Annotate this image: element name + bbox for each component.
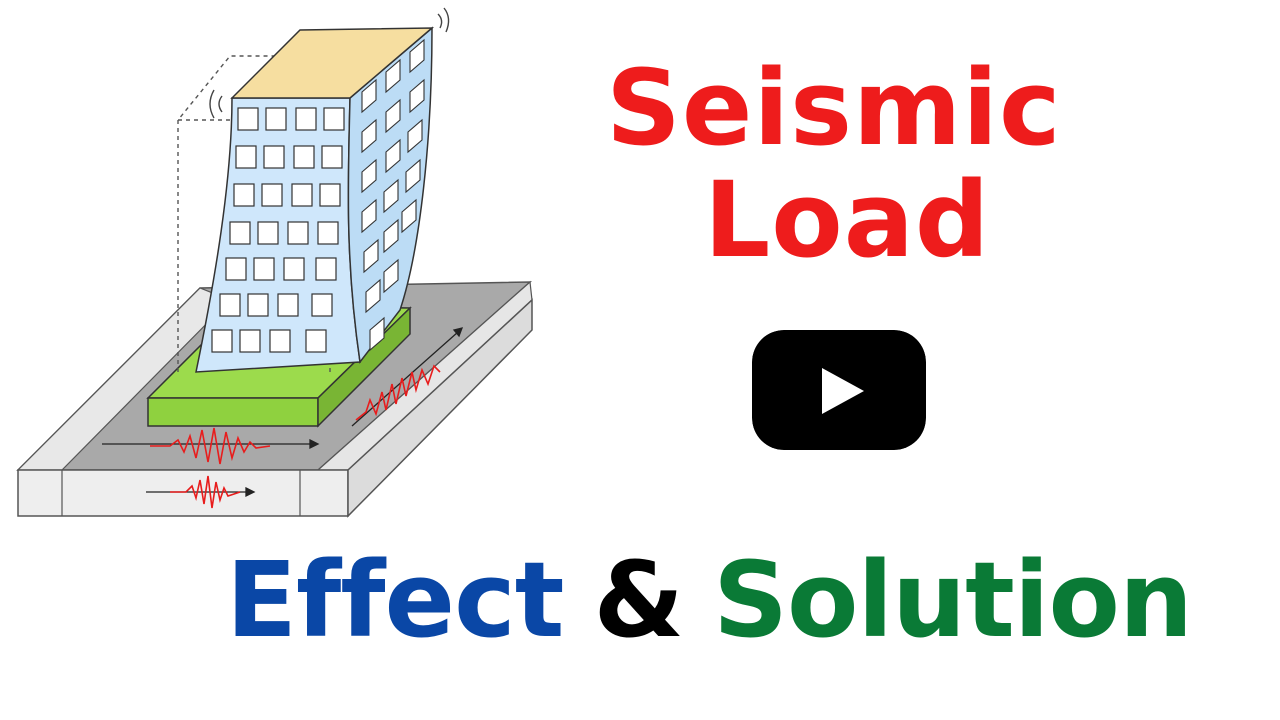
title-line-2: Load [704, 159, 991, 281]
sway-marks [209, 7, 450, 119]
seismic-waves [150, 364, 441, 509]
play-triangle-icon [822, 368, 864, 414]
subtitle: Effect&Solution [226, 539, 1193, 661]
youtube-play-icon[interactable] [752, 330, 926, 450]
building-front-windows [211, 107, 345, 353]
ground-slab-side [347, 298, 533, 518]
building-side-windows [361, 38, 425, 352]
subtitle-solution: Solution [713, 539, 1193, 661]
building-roof [230, 27, 435, 99]
title-line-1: Seismic [606, 47, 1062, 169]
building-earthquake-illustration [16, 7, 533, 518]
ground-slab-front [17, 469, 349, 517]
foundation-front [147, 397, 319, 427]
ground-motion-arrows [102, 327, 464, 498]
subtitle-ampersand: & [593, 539, 684, 661]
subtitle-effect: Effect [226, 539, 564, 661]
